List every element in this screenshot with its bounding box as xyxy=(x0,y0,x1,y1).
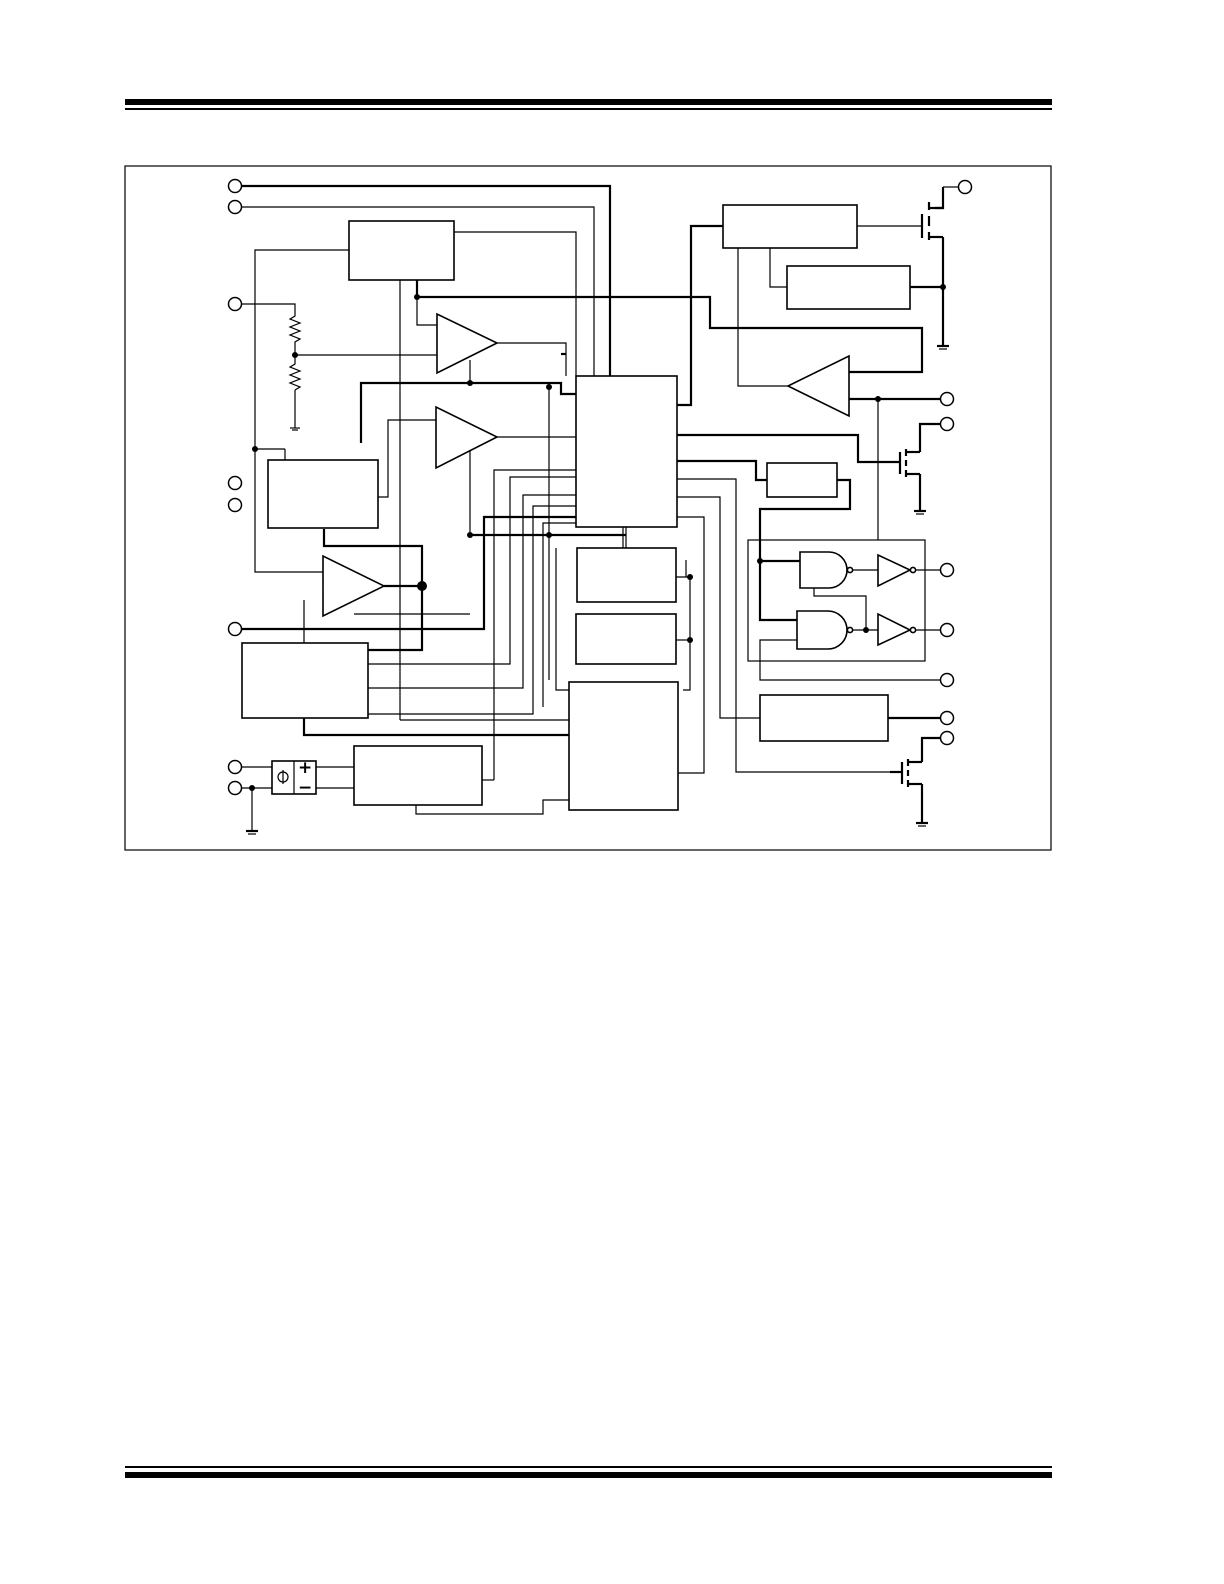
ground-symbols xyxy=(246,344,949,835)
ground-icon xyxy=(290,427,300,431)
resistor-2-icon xyxy=(288,355,302,391)
nand-gate-2-icon xyxy=(796,610,848,650)
inverter-2-icon xyxy=(877,612,912,647)
logic-gates xyxy=(796,551,917,650)
pin-left-3 xyxy=(227,296,243,312)
opamp-3-icon xyxy=(322,554,386,618)
ground-icon xyxy=(914,509,926,515)
block-bottom-left xyxy=(353,745,483,806)
header-rule-thick xyxy=(125,99,1052,105)
pin-left-1 xyxy=(227,178,243,194)
block-small-right xyxy=(766,462,838,498)
pin-right-5 xyxy=(939,622,955,638)
pins xyxy=(227,178,973,796)
footer-rule-thick xyxy=(125,1472,1052,1478)
diagram-frame xyxy=(124,165,1052,851)
amplifiers xyxy=(322,312,850,618)
block-controller xyxy=(575,375,678,528)
block-left-low xyxy=(241,642,369,719)
block-low-right xyxy=(759,694,889,742)
block-center-2 xyxy=(575,613,677,665)
comparator-right-icon xyxy=(786,354,850,418)
junction-dots xyxy=(249,284,946,791)
ground-icon xyxy=(246,829,258,835)
block-top-left xyxy=(348,220,455,281)
opamp-1-icon xyxy=(436,312,499,375)
pin-left-8 xyxy=(227,780,243,796)
header-rule-thin xyxy=(125,108,1052,110)
pin-left-4 xyxy=(227,475,243,491)
ground-icon xyxy=(916,821,928,827)
pin-left-6 xyxy=(227,621,243,637)
opamp-2-icon xyxy=(435,405,499,470)
mosfet-top-icon xyxy=(920,202,935,240)
pin-left-7 xyxy=(227,759,243,775)
resistor-divider xyxy=(288,312,302,391)
pin-right-3 xyxy=(939,416,955,432)
logic-group-frame xyxy=(747,539,926,662)
battery-plus-label: + xyxy=(298,758,312,778)
nand-gate-1-icon xyxy=(799,551,848,589)
block-left-mid xyxy=(267,459,379,529)
mosfet-middle-icon xyxy=(898,449,920,477)
pin-right-2 xyxy=(939,391,955,407)
blocks xyxy=(241,204,926,811)
mosfet-bottom-icon xyxy=(890,759,922,787)
battery-minus-label: − xyxy=(298,778,312,798)
pin-right-7 xyxy=(939,710,955,726)
pin-right-4 xyxy=(939,562,955,578)
footer-rule-thin xyxy=(125,1466,1052,1468)
pin-right-8 xyxy=(939,730,955,746)
wires xyxy=(242,184,958,830)
mosfets xyxy=(890,202,935,787)
pin-left-2 xyxy=(227,199,243,215)
resistor-1-icon xyxy=(288,312,302,355)
inverter-1-icon xyxy=(877,553,912,588)
block-center-1 xyxy=(576,547,677,603)
pin-right-6 xyxy=(939,672,955,688)
block-center-bottom xyxy=(568,681,679,811)
block-top-right xyxy=(722,204,858,249)
block-top-right-2 xyxy=(786,265,911,310)
pin-left-5 xyxy=(227,497,243,513)
battery-source: + − xyxy=(271,758,317,798)
pin-right-1 xyxy=(957,179,973,195)
ground-icon xyxy=(937,344,949,350)
